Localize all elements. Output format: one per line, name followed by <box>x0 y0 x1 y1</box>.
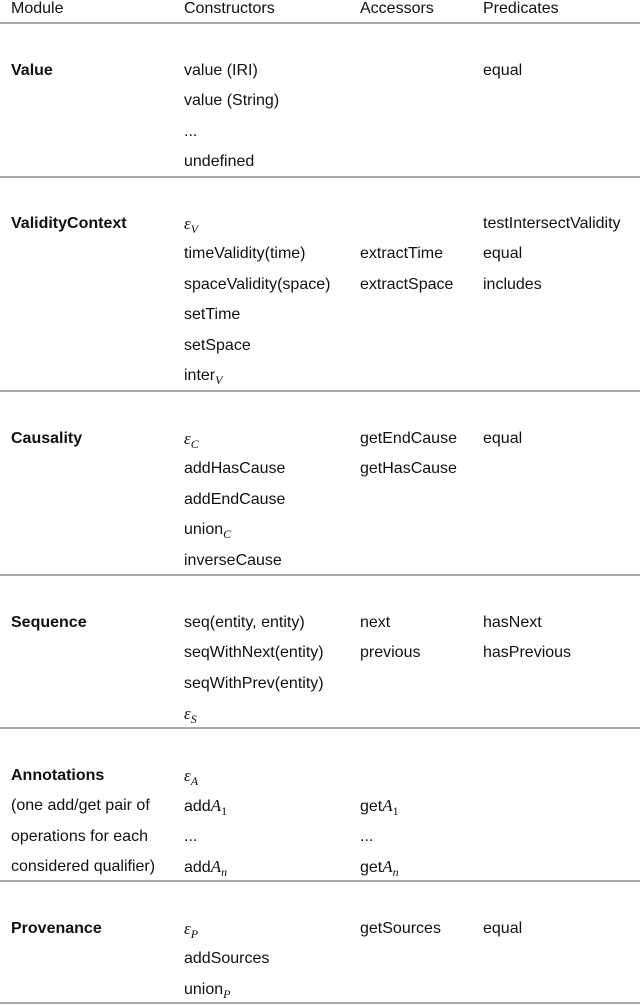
constructor: setTime <box>184 306 241 323</box>
section-rule <box>0 727 640 729</box>
accessor: getA1 <box>360 796 399 819</box>
module-name: Annotations <box>11 767 105 784</box>
header-rule <box>0 22 640 24</box>
constructor: unionC <box>184 521 232 541</box>
constructor: inverseCause <box>184 552 282 569</box>
constructor: εP <box>184 919 199 942</box>
module-name: ValidityContext <box>11 215 127 232</box>
module-note: (one add/get pair of <box>11 797 150 814</box>
accessor: getHasCause <box>360 460 457 477</box>
constructor: seq(entity, entity) <box>184 614 305 631</box>
accessor: extractSpace <box>360 276 454 293</box>
bottom-rule <box>0 1002 640 1004</box>
constructor: seqWithPrev(entity) <box>184 675 324 692</box>
accessor: next <box>360 614 391 631</box>
predicate: hasPrevious <box>483 644 572 661</box>
module-name: Provenance <box>11 920 102 937</box>
section-rule <box>0 574 640 576</box>
predicate: testIntersectValidity <box>483 215 621 232</box>
constructor: ... <box>184 123 198 140</box>
accessor: getSources <box>360 920 441 937</box>
section-rule <box>0 390 640 392</box>
constructor: seqWithNext(entity) <box>184 644 324 661</box>
constructor: addA1 <box>184 796 228 819</box>
accessor: ... <box>360 828 374 845</box>
accessor: getEndCause <box>360 430 457 447</box>
constructor: εC <box>184 429 199 452</box>
module-name: Value <box>11 62 53 79</box>
section-rule <box>0 880 640 882</box>
constructor: unionP <box>184 981 231 1001</box>
constructor: addAn <box>184 857 228 880</box>
predicate: includes <box>483 276 542 293</box>
constructor: addSources <box>184 950 270 967</box>
epsilon-symbol: ε <box>184 429 191 448</box>
constructor: timeValidity(time) <box>184 245 306 262</box>
module-note: considered qualifier) <box>11 858 156 875</box>
constructor: spaceValidity(space) <box>184 276 331 293</box>
constructor: εA <box>184 766 199 789</box>
predicate: equal <box>483 920 523 937</box>
constructor: interV <box>184 367 223 387</box>
header-accessors: Accessors <box>360 0 434 17</box>
accessor: previous <box>360 644 421 661</box>
epsilon-symbol: ε <box>184 766 191 785</box>
module-note: operations for each <box>11 828 148 845</box>
epsilon-symbol: ε <box>184 919 191 938</box>
header-predicates: Predicates <box>483 0 559 17</box>
module-name: Causality <box>11 430 83 447</box>
accessor: getAn <box>360 857 399 880</box>
constructor: ... <box>184 828 198 845</box>
table-header: Module Constructors Accessors Predicates <box>0 0 640 22</box>
constructor: εS <box>184 704 197 727</box>
constructor: setSpace <box>184 337 251 354</box>
predicate: hasNext <box>483 614 542 631</box>
predicate: equal <box>483 62 523 79</box>
header-constructors: Constructors <box>184 0 275 17</box>
constructor: undefined <box>184 153 255 170</box>
epsilon-symbol: ε <box>184 214 191 233</box>
constructor: addHasCause <box>184 460 286 477</box>
accessor: extractTime <box>360 245 443 262</box>
constructor: addEndCause <box>184 491 286 508</box>
epsilon-symbol: ε <box>184 704 191 723</box>
section-rule <box>0 176 640 178</box>
constructor: value (IRI) <box>184 62 258 79</box>
constructor: εV <box>184 214 199 237</box>
module-name: Sequence <box>11 614 87 631</box>
header-module: Module <box>11 0 64 17</box>
constructor: value (String) <box>184 92 280 109</box>
predicate: equal <box>483 430 523 447</box>
predicate: equal <box>483 245 523 262</box>
